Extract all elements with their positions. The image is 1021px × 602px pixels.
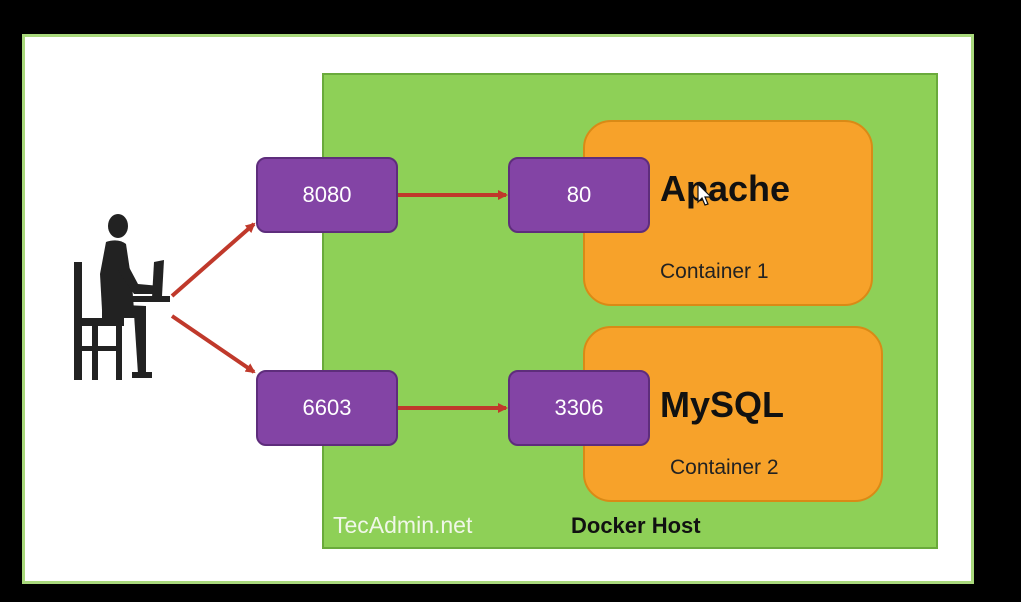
container-2-label: Container 2 [670,456,779,479]
watermark-text: TecAdmin.net [333,512,473,538]
mouse-cursor-icon [697,183,713,206]
mysql-label: MySQL [660,384,785,425]
container-port-3306: 3306 [508,370,650,446]
user-at-laptop-icon [74,214,170,380]
docker-host-label: Docker Host [571,513,701,538]
container-port-80: 80 [508,157,650,233]
host-port-8080: 8080 [256,157,398,233]
container-1-label: Container 1 [660,260,769,283]
apache-label: Apache [660,168,791,209]
host-port-6603: 6603 [256,370,398,446]
